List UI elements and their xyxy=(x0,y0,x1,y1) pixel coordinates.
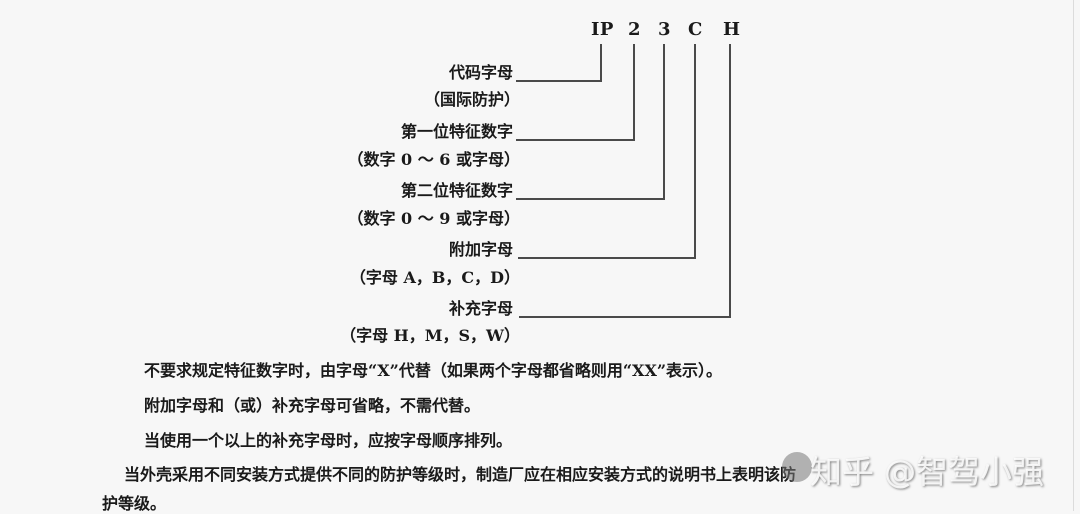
label-additional-letter-sub: （字母 A，B，C，D） xyxy=(349,268,520,287)
note-line-2: 附加字母和（或）补充字母可省略，不需代替。 xyxy=(144,396,481,415)
label-second-digit-sub: （数字 0 ～ 9 或字母） xyxy=(347,209,520,228)
page-edge xyxy=(1073,0,1074,511)
note-line-1: 不要求规定特征数字时，由字母“X”代替（如果两个字母都省略则用“XX”表示）。 xyxy=(144,361,723,380)
label-code-letter-sub: （国际防护） xyxy=(423,90,520,109)
label-first-digit-sub: （数字 0 ～ 6 或字母） xyxy=(347,150,520,169)
connector-second-h xyxy=(516,198,665,200)
connector-supplementary-h xyxy=(519,316,731,318)
connector-second-v xyxy=(663,44,665,200)
note-line-4: 当外壳采用不同安装方式提供不同的防护等级时，制造厂应在相应安装方式的说明书上表明… xyxy=(124,465,797,484)
watermark: 知乎 @智驾小强 xyxy=(810,453,1045,491)
connector-first-h xyxy=(516,139,635,141)
label-supplementary-letter: 补充字母 xyxy=(448,299,513,318)
code-first-digit: 2 xyxy=(628,19,642,40)
connector-first-v xyxy=(633,44,635,141)
connector-supplementary-v xyxy=(729,44,731,318)
connector-ip-h xyxy=(516,80,602,82)
note-line-3: 当使用一个以上的补充字母时，应按字母顺序排列。 xyxy=(144,431,513,450)
label-second-digit: 第二位特征数字 xyxy=(400,181,513,200)
note-line-5: 护等级。 xyxy=(102,494,167,513)
label-supplementary-letter-sub: （字母 H，M，S，W） xyxy=(340,326,520,345)
label-code-letter: 代码字母 xyxy=(448,63,513,82)
label-additional-letter: 附加字母 xyxy=(448,240,513,259)
connector-additional-v xyxy=(694,44,696,259)
code-second-digit: 3 xyxy=(658,19,672,40)
connector-ip-v xyxy=(600,44,602,81)
watermark-logo-icon xyxy=(782,452,812,482)
code-additional-letter: C xyxy=(688,19,703,40)
code-ip: IP xyxy=(591,19,614,40)
code-supplementary-letter: H xyxy=(723,19,741,40)
connector-additional-h xyxy=(518,257,696,259)
label-first-digit: 第一位特征数字 xyxy=(400,122,513,141)
